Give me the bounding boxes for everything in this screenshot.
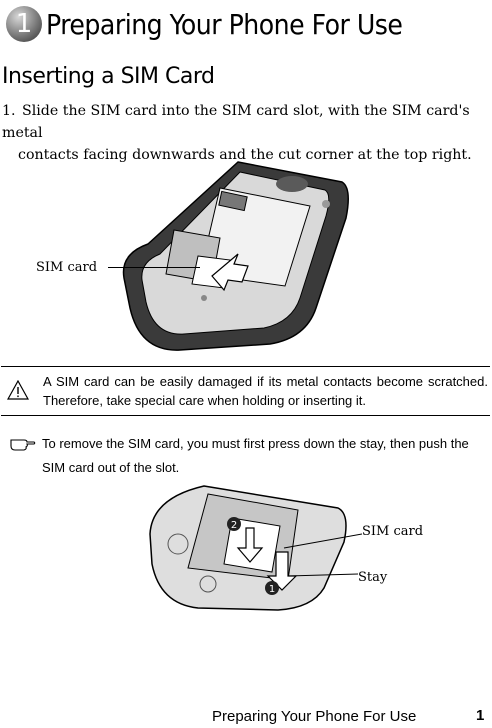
figure2-sim-card-label: SIM card (362, 524, 424, 539)
figure1-leader-line (108, 267, 200, 268)
figure1-sim-card-label: SIM card (36, 260, 98, 275)
figure2-marker-1: 1 (269, 584, 275, 595)
warning-text: A SIM card can be easily damaged if its … (43, 374, 488, 408)
chapter-title-text: Preparing Your Phone For Use (46, 7, 403, 41)
figure2-stay-label: Stay (358, 570, 388, 585)
footer-title: Preparing Your Phone For Use (212, 708, 417, 725)
phone-back-sim-slot-illustration (122, 161, 349, 351)
step-text-line1: Slide the SIM card into the SIM card slo… (2, 103, 470, 141)
note-text: To remove the SIM card, you must first p… (42, 436, 469, 475)
figure2-marker-2: 2 (231, 520, 237, 531)
pointing-hand-icon (10, 439, 36, 451)
step-text-line2: contacts facing downwards and the cut co… (18, 147, 472, 163)
step-1: 1.Slide the SIM card into the SIM card s… (2, 100, 488, 166)
warning-box: A SIM card can be easily damaged if its … (1, 366, 490, 416)
step-number: 1. (2, 103, 16, 119)
chapter-title: 1 Preparing Your Phone For Use (6, 6, 403, 42)
warning-triangle-icon (7, 380, 29, 400)
sim-removal-illustration: 2 1 (149, 485, 362, 611)
section-title: Inserting a SIM Card (2, 64, 215, 89)
chapter-number-badge: 1 (6, 6, 42, 42)
page-number: 1 (476, 707, 485, 724)
